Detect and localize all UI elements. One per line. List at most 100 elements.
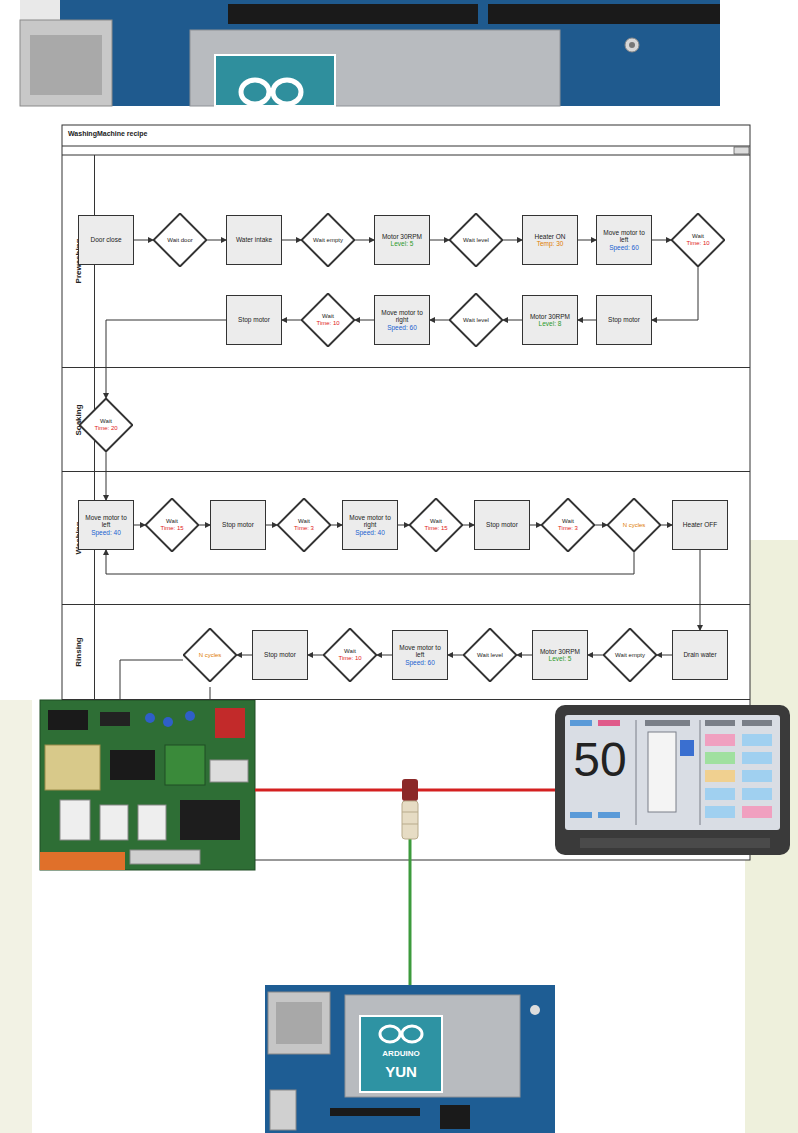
part-rect (570, 812, 592, 818)
flow-connector (106, 320, 226, 398)
flow-connector (652, 240, 671, 241)
part-rect (598, 720, 620, 726)
control-pcb (40, 700, 255, 870)
condition-text: Wait level (477, 652, 503, 659)
part-rect (705, 734, 735, 746)
swimlane: SoakingWaitTime: 20 (62, 368, 750, 472)
step-text: Speed: 60 (405, 659, 435, 666)
part-rect (228, 4, 478, 24)
process-box: Stop motor (226, 295, 282, 345)
process-box: Motor 30RPMLevel: 5 (374, 215, 430, 265)
process-box: Heater ONTemp: 30 (522, 215, 578, 265)
step-text: Move motor to left (82, 514, 130, 529)
condition-text: Wait level (463, 237, 489, 244)
diamond-shape (464, 629, 517, 682)
diamond-shape (184, 629, 237, 682)
lane-title: Rinsing (74, 637, 83, 666)
step-text: Stop motor (222, 521, 254, 528)
condition-text: Time: 3 (294, 525, 314, 532)
part-rect (705, 788, 735, 800)
flow-connector (700, 550, 701, 630)
flow-connector (355, 320, 374, 321)
process-box: Stop motor (596, 295, 652, 345)
step-text: Move motor to right (346, 514, 394, 529)
diamond-shape (302, 294, 355, 347)
condition-text: Wait (294, 518, 314, 525)
flow-connector (430, 320, 449, 321)
process-box: Move motor to rightSpeed: 40 (342, 500, 398, 550)
flow-connector (517, 655, 532, 656)
cable-splitter (402, 779, 418, 839)
decision-diamond: WaitTime: 20 (79, 398, 133, 452)
decision-diamond: WaitTime: 10 (323, 628, 377, 682)
step-text: Speed: 60 (609, 244, 639, 251)
swimlane: WashingMove motor to leftSpeed: 40WaitTi… (62, 472, 750, 605)
condition-text: Time: 10 (316, 320, 339, 327)
diamond-text: Wait empty (313, 237, 343, 244)
condition-text: Wait (424, 518, 447, 525)
part-rect (742, 788, 772, 800)
diamond-shape (324, 629, 377, 682)
step-text: Move motor to left (396, 644, 444, 659)
step-text: Drain water (683, 651, 716, 658)
part-rect (570, 720, 592, 726)
part-rect (598, 812, 620, 818)
diamond-text: Wait level (463, 317, 489, 324)
part-rect (742, 806, 772, 818)
step-text: Level: 5 (391, 240, 414, 247)
part-line (636, 720, 637, 825)
flow-connector (207, 240, 226, 241)
condition-text: Wait door (167, 237, 192, 244)
decision-diamond: Wait empty (603, 628, 657, 682)
part-rect (345, 995, 520, 1097)
flow-connector (652, 267, 698, 320)
flow-connector (355, 240, 374, 241)
process-box: Stop motor (252, 630, 308, 680)
diamond-text: WaitTime: 3 (558, 518, 578, 531)
diamond-shape (450, 214, 503, 267)
process-box: Water intake (226, 215, 282, 265)
part-rect (20, 0, 60, 20)
decision-diamond: Wait empty (301, 213, 355, 267)
part-rect (165, 745, 205, 785)
step-text: Stop motor (264, 651, 296, 658)
decision-diamond: WaitTime: 10 (301, 293, 355, 347)
part-rect (20, 20, 112, 106)
process-box: Heater OFF (672, 500, 728, 550)
step-text: Heater ON (534, 233, 565, 240)
flow-connector (463, 525, 474, 526)
diamond-shape (450, 294, 503, 347)
decision-diamond: Wait level (449, 293, 503, 347)
part-rect (190, 30, 560, 106)
part-line (62, 146, 750, 147)
diamond-shape (608, 499, 661, 552)
step-text: Speed: 40 (91, 529, 121, 536)
part-circle (163, 717, 173, 727)
part-rect (40, 852, 125, 870)
part-rect (680, 740, 694, 756)
part-circle (185, 711, 195, 721)
part-rect (268, 992, 330, 1054)
condition-text: Wait (686, 233, 709, 240)
part-rect (276, 1002, 322, 1044)
part-rect (330, 1108, 420, 1116)
process-box: Stop motor (210, 500, 266, 550)
diamond-shape (410, 499, 463, 552)
process-box: Motor 30RPMLevel: 8 (522, 295, 578, 345)
diamond-shape (278, 499, 331, 552)
decision-diamond: WaitTime: 10 (671, 213, 725, 267)
part-line (700, 720, 701, 825)
part-rect (100, 712, 130, 726)
part-rect (742, 734, 772, 746)
step-text: Stop motor (608, 316, 640, 323)
condition-text: Time: 3 (558, 525, 578, 532)
decision-diamond: N cycles (607, 498, 661, 552)
step-text: Level: 5 (549, 655, 572, 662)
swimlane: RinsingDrain waterWait emptyMotor 30RPML… (62, 605, 750, 700)
part-rect (705, 720, 735, 726)
condition-text: Wait (316, 313, 339, 320)
part-rect (40, 700, 255, 870)
decision-diamond: WaitTime: 15 (145, 498, 199, 552)
